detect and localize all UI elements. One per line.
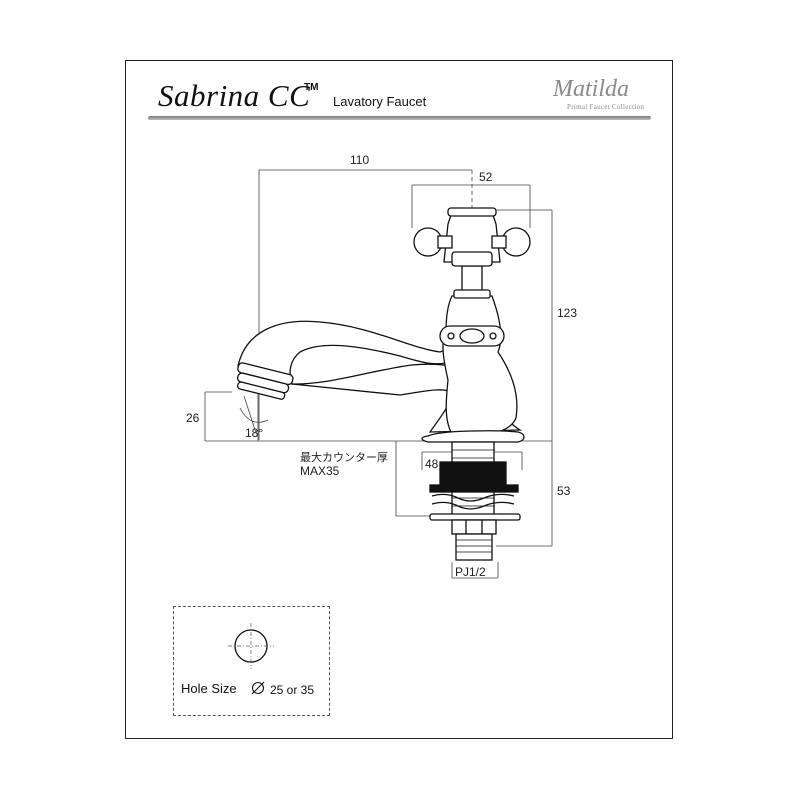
counter-thickness-note: 最大カウンター厚 [300,450,388,464]
hole-size-label: Hole Size [181,681,237,696]
angle-arc [239,407,269,423]
dimension-lines [204,169,553,579]
dim-spout-height: 26 [186,411,200,425]
dim-base-diameter: 48 [425,457,439,471]
trademark-mark: TM [304,82,319,93]
product-title: Sabrina CC [158,78,311,113]
angle-line [243,395,257,434]
hole-diagram [228,623,274,669]
dim-spout-reach: 110 [350,153,369,167]
brand-tagline: Primal Faucet Collection [567,103,645,111]
hole-size-box [173,606,330,716]
dim-thread: PJ1/2 [455,565,486,579]
faucet-body [236,207,531,561]
drawing-frame [125,60,673,739]
diameter-icon [251,681,265,695]
dim-handle-width: 52 [479,170,493,184]
brand-logo: Matilda [553,76,629,102]
dim-height: 123 [557,306,577,320]
product-subtitle: Lavatory Faucet [333,94,427,109]
header-rule [148,116,651,120]
hole-size-value: 25 or 35 [270,683,315,697]
dim-shank-length: 53 [557,484,571,498]
dim-spout-angle: 18° [245,426,263,440]
counter-thickness-max: MAX35 [300,464,340,478]
